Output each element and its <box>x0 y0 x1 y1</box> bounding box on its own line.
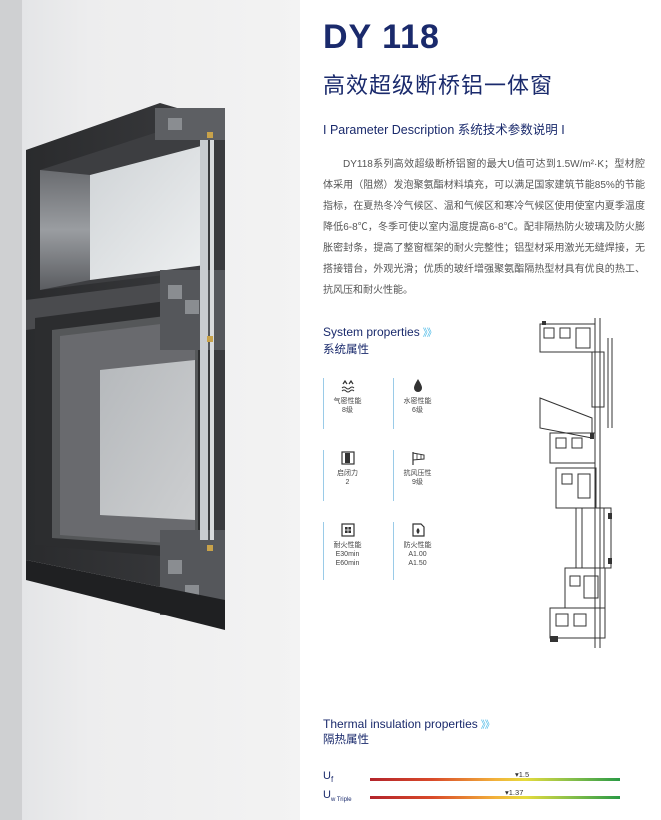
chevron-right-icon: 》》 <box>422 328 437 339</box>
thermal-scale-bar <box>370 796 620 799</box>
thermal-label-sub: w Triple <box>330 797 352 804</box>
water-tightness-icon <box>413 379 422 392</box>
air-tightness-icon <box>341 379 354 393</box>
property-name: 防火性能 <box>403 542 432 549</box>
property-name: 启闭力 <box>337 470 358 477</box>
thermal-value-marker: ▾1.37 <box>505 788 524 797</box>
system-properties-title-zh: 系统属性 <box>323 344 369 356</box>
product-photo <box>0 0 300 820</box>
product-model-title: DY 118 <box>323 18 440 56</box>
profile-cross-section-drawing <box>539 318 613 648</box>
property-name: 气密性能 <box>333 398 362 405</box>
thermal-row-uf: Uf ▾1.5 <box>323 770 623 790</box>
system-properties-title-text: System properties <box>323 325 420 339</box>
chevron-right-icon: 》》 <box>480 720 495 731</box>
thermal-row-uw: Uw Triple ▾1.37 <box>323 788 623 809</box>
property-card-water-tightness: 水密性能 6级 <box>393 378 441 429</box>
product-subtitle: 高效超级断桥铝一体窗 <box>323 73 554 98</box>
thermal-label-sub: f <box>330 775 334 785</box>
thermal-insulation-title-text: Thermal insulation properties <box>323 717 478 731</box>
property-card-air-tightness: 气密性能 8级 <box>323 378 371 429</box>
thermal-label: Uw Triple <box>323 789 352 803</box>
property-card-fire-resistance: 耐火性能 E30min E60min <box>323 522 371 580</box>
property-name: 水密性能 <box>403 398 432 405</box>
property-value: 6级 <box>412 407 423 414</box>
thermal-value-marker: ▾1.5 <box>515 770 530 779</box>
thermal-label-main: U <box>323 789 331 801</box>
property-value: 8级 <box>342 407 353 414</box>
property-name: 耐火性能 <box>333 542 362 549</box>
system-properties-title: System properties》》 <box>323 324 437 339</box>
thermal-insulation-title-zh: 隔热属性 <box>323 734 369 746</box>
property-name: 抗风压性 <box>403 470 432 477</box>
property-value: A1.50 <box>408 560 427 567</box>
property-value: E60min <box>335 560 360 567</box>
wind-pressure-icon <box>411 452 424 465</box>
fire-protection-icon <box>411 523 425 537</box>
thermal-label: Uf <box>323 770 333 784</box>
property-value: A1.00 <box>408 551 427 558</box>
property-card-wind-pressure: 抗风压性 9级 <box>393 450 441 501</box>
property-card-fire-protection: 防火性能 A1.00 A1.50 <box>393 522 441 580</box>
thermal-scale-bar <box>370 778 620 781</box>
property-value: 9级 <box>412 479 423 486</box>
window-illustration <box>0 0 225 820</box>
parameter-heading: I Parameter Description 系统技术参数说明 I <box>323 123 565 137</box>
property-value: 2 <box>345 479 350 486</box>
fire-resistance-icon <box>340 523 355 537</box>
property-value: E30min <box>335 551 360 558</box>
thermal-label-main: U <box>323 770 331 782</box>
description-paragraph: DY118系列高效超级断桥铝窗的最大U值可达到1.5W/m²·K；型材腔体采用（… <box>323 159 645 296</box>
thermal-insulation-title: Thermal insulation properties》》 <box>323 716 495 731</box>
property-card-opening-force: 启闭力 2 <box>323 450 371 501</box>
opening-force-icon <box>340 451 355 465</box>
